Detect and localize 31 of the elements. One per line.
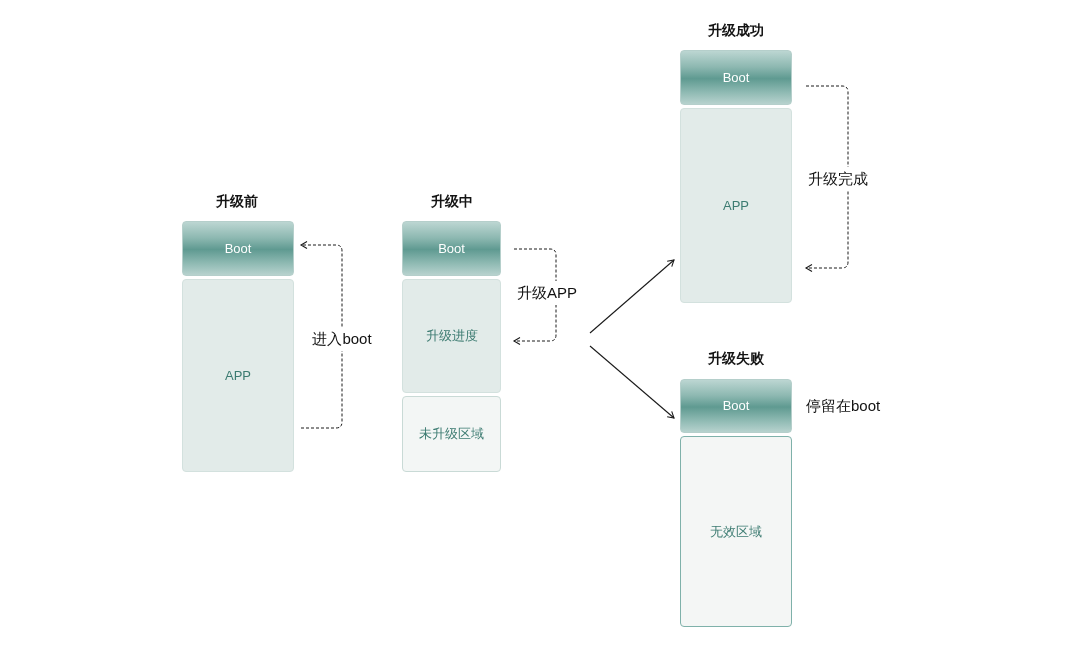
column-heading: 升级失败 — [708, 350, 764, 368]
column-heading: 升级前 — [216, 193, 258, 211]
column-heading: 升级成功 — [708, 22, 764, 40]
boot-segment — [680, 50, 792, 105]
segment-label: Boot — [722, 69, 750, 86]
edge-label: 升级APP — [515, 281, 579, 305]
arrow — [589, 259, 675, 334]
column-heading: 升级中 — [431, 193, 473, 211]
segment-label: Boot — [224, 240, 252, 257]
boot-segment — [182, 221, 294, 276]
segment-label: 无效区域 — [710, 523, 762, 540]
edge-label: 升级完成 — [806, 167, 870, 191]
segment-label: 升级进度 — [425, 328, 478, 344]
segment-label: APP — [225, 367, 251, 384]
dashed-arrow — [300, 240, 343, 429]
dashed-arrow — [805, 85, 849, 273]
boot-segment — [680, 379, 792, 433]
dashed-arrow — [513, 248, 557, 346]
memory-segment — [402, 396, 501, 472]
edge-label: 进入boot — [310, 327, 374, 351]
memory-segment — [402, 279, 501, 393]
memory-segment — [182, 279, 294, 472]
memory-segment — [680, 436, 792, 627]
segment-label: 未升级区域 — [419, 426, 484, 442]
segment-label: APP — [723, 197, 749, 214]
note-text: 停留在boot — [806, 397, 881, 415]
memory-segment — [680, 108, 792, 303]
arrow — [589, 345, 675, 419]
segment-label: Boot — [722, 398, 750, 414]
boot-segment — [402, 221, 501, 276]
segment-label: Boot — [438, 240, 465, 257]
